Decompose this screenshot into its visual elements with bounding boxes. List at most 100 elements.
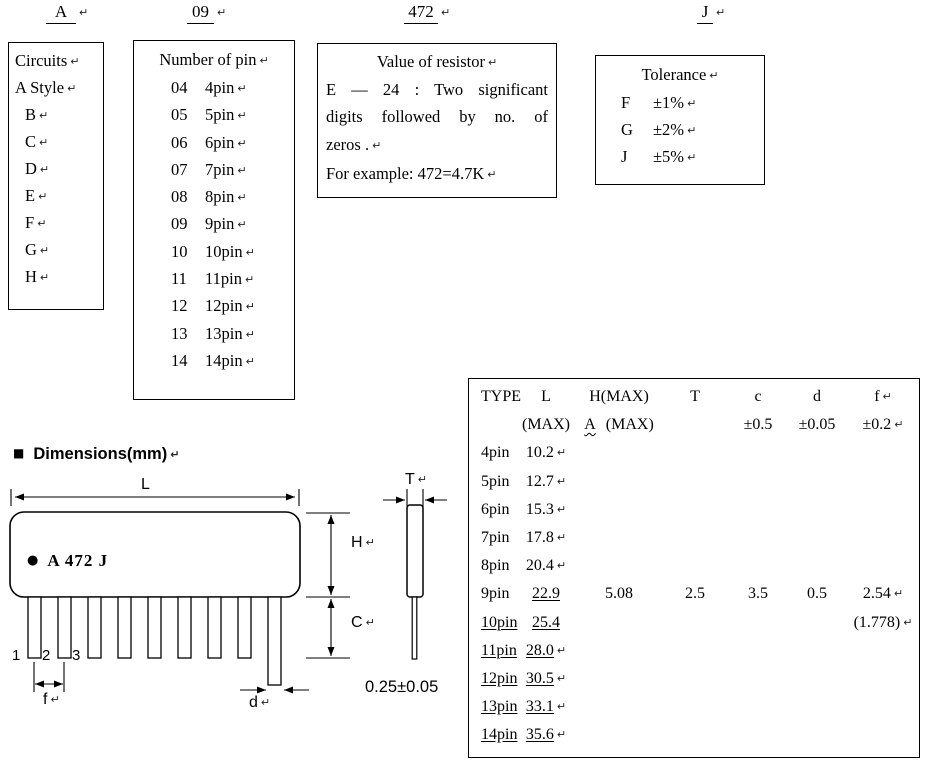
pin (267, 596, 282, 686)
value-box-body-line: zeros .↵ (326, 134, 382, 154)
paragraph-mark-icon: ↵ (687, 124, 697, 137)
paragraph-mark-icon: ↵ (237, 218, 247, 232)
part-code-tolerance: J↵ (697, 2, 725, 24)
paragraph-mark-icon: ↵ (893, 587, 904, 601)
col-subheader-f: ±0.2↵ (862, 416, 904, 434)
circuits-item: E↵ (25, 186, 48, 205)
paragraph-mark-icon: ↵ (39, 109, 49, 122)
dim-label-H: H↵ (351, 534, 375, 551)
circuits-item: G↵ (25, 240, 50, 259)
paragraph-mark-icon: ↵ (687, 97, 697, 110)
pin (27, 596, 42, 659)
col-header-c: c (754, 388, 762, 405)
paragraph-mark-icon: ↵ (417, 473, 427, 486)
paragraph-mark-icon: ↵ (245, 245, 255, 259)
table-header-row-2: (MAX) A(MAX) ±0.5 ±0.05 ±0.2↵ (469, 411, 919, 439)
col-subheader-d: ±0.05 (798, 416, 836, 434)
paragraph-mark-icon: ↵ (487, 168, 497, 182)
paragraph-mark-icon: ↵ (39, 136, 49, 149)
pin-number-2: 2 (42, 647, 51, 664)
paragraph-mark-icon: ↵ (237, 136, 247, 150)
circuits-item: H↵ (25, 267, 50, 286)
paragraph-mark-icon: ↵ (556, 728, 567, 742)
paragraph-mark-icon: ↵ (487, 56, 498, 69)
pin-number-3: 3 (72, 647, 81, 664)
index-dot-icon: ● (27, 553, 39, 568)
pin (87, 596, 102, 659)
table-row: 4pin 10.2↵ (481, 444, 567, 462)
part-code-pins-value: 09 (187, 2, 214, 24)
tolerance-box-title: Tolerance↵ (641, 65, 719, 84)
paragraph-mark-icon: ↵ (70, 55, 80, 68)
paragraph-mark-icon: ↵ (244, 273, 255, 287)
table-row: 5pin 12.7↵ (481, 472, 567, 490)
paragraph-mark-icon: ↵ (441, 6, 451, 19)
paragraph-mark-icon: ↵ (903, 615, 913, 629)
table-row: 12pin 30.5↵ (481, 669, 567, 687)
part-code-circuits-value: A (46, 2, 76, 24)
table-row: 6pin 15.3↵ (481, 500, 567, 518)
paragraph-mark-icon: ↵ (372, 138, 382, 152)
value-box-title: Value of resistor↵ (376, 52, 498, 71)
dimensions-table: TYPE L H(MAX) T c d f↵ (MAX) A(MAX) ±0.5… (468, 378, 920, 758)
paragraph-mark-icon: ↵ (245, 354, 255, 368)
value-box-body-line: digits followed by no. of (326, 107, 548, 127)
paragraph-mark-icon: ↵ (556, 446, 567, 460)
circuits-item: F↵ (25, 213, 47, 232)
pin (117, 596, 132, 659)
tolerance-box: Tolerance↵ F±1%↵ G±2%↵ J±5%↵ (595, 55, 765, 185)
circuits-item: C↵ (25, 132, 49, 151)
pin-number-1: 1 (12, 647, 21, 664)
dim-label-L: L (141, 476, 150, 493)
pin (147, 596, 162, 659)
table-row: 13pin 33.1↵ (481, 698, 567, 716)
package-side-profile (406, 504, 424, 598)
paragraph-mark-icon: ↵ (556, 530, 567, 544)
pin (237, 596, 252, 659)
paragraph-mark-icon: ↵ (50, 693, 60, 706)
col-subheader-c: ±0.5 (743, 416, 773, 434)
paragraph-mark-icon: ↵ (556, 559, 567, 573)
circuits-box: Circuits↵ A Style↵ B↵ C↵ D↵ E↵ F↵ G↵ H↵ (8, 42, 104, 310)
paragraph-mark-icon: ↵ (217, 6, 227, 19)
circuits-style-line: A Style↵ (9, 74, 103, 101)
col-subheader-H: A(MAX) (584, 416, 654, 434)
table-row: 11pin 28.0↵ (481, 641, 567, 659)
paragraph-mark-icon: ↵ (556, 502, 567, 516)
table-row: 8pin 20.4↵ (481, 557, 567, 575)
paragraph-mark-icon: ↵ (79, 6, 89, 19)
circuits-box-title: Circuits↵ (9, 47, 103, 74)
tolerance-row: F±1%↵ (621, 93, 697, 112)
tolerance-row: J±5%↵ (621, 147, 697, 166)
value-of-resistor-box: Value of resistor↵ E — 24 : Two signific… (317, 43, 557, 198)
col-header-d: d (813, 388, 821, 405)
part-code-pins: 09↵ (187, 2, 226, 24)
circuits-item: B↵ (25, 105, 49, 124)
square-bullet-icon: ■ (13, 446, 25, 460)
pin (57, 596, 72, 659)
col-header-f: f↵ (874, 388, 892, 405)
paragraph-mark-icon: ↵ (260, 696, 271, 709)
paragraph-mark-icon: ↵ (556, 700, 567, 714)
paragraph-mark-icon: ↵ (556, 474, 567, 488)
value-box-example: For example: 472=4.7K↵ (326, 164, 497, 184)
paragraph-mark-icon: ↵ (39, 244, 50, 257)
paragraph-mark-icon: ↵ (259, 54, 269, 67)
paragraph-mark-icon: ↵ (687, 151, 697, 164)
paragraph-mark-icon: ↵ (245, 300, 255, 314)
dim-label-d: d↵ (249, 694, 271, 711)
circuits-style-text: A Style (15, 78, 65, 97)
tolerance-row: G±2%↵ (621, 120, 697, 139)
part-code-circuits: A↵ (46, 2, 88, 24)
paragraph-mark-icon: ↵ (365, 536, 375, 549)
paragraph-mark-icon: ↵ (237, 191, 247, 205)
paragraph-mark-icon: ↵ (39, 163, 50, 176)
